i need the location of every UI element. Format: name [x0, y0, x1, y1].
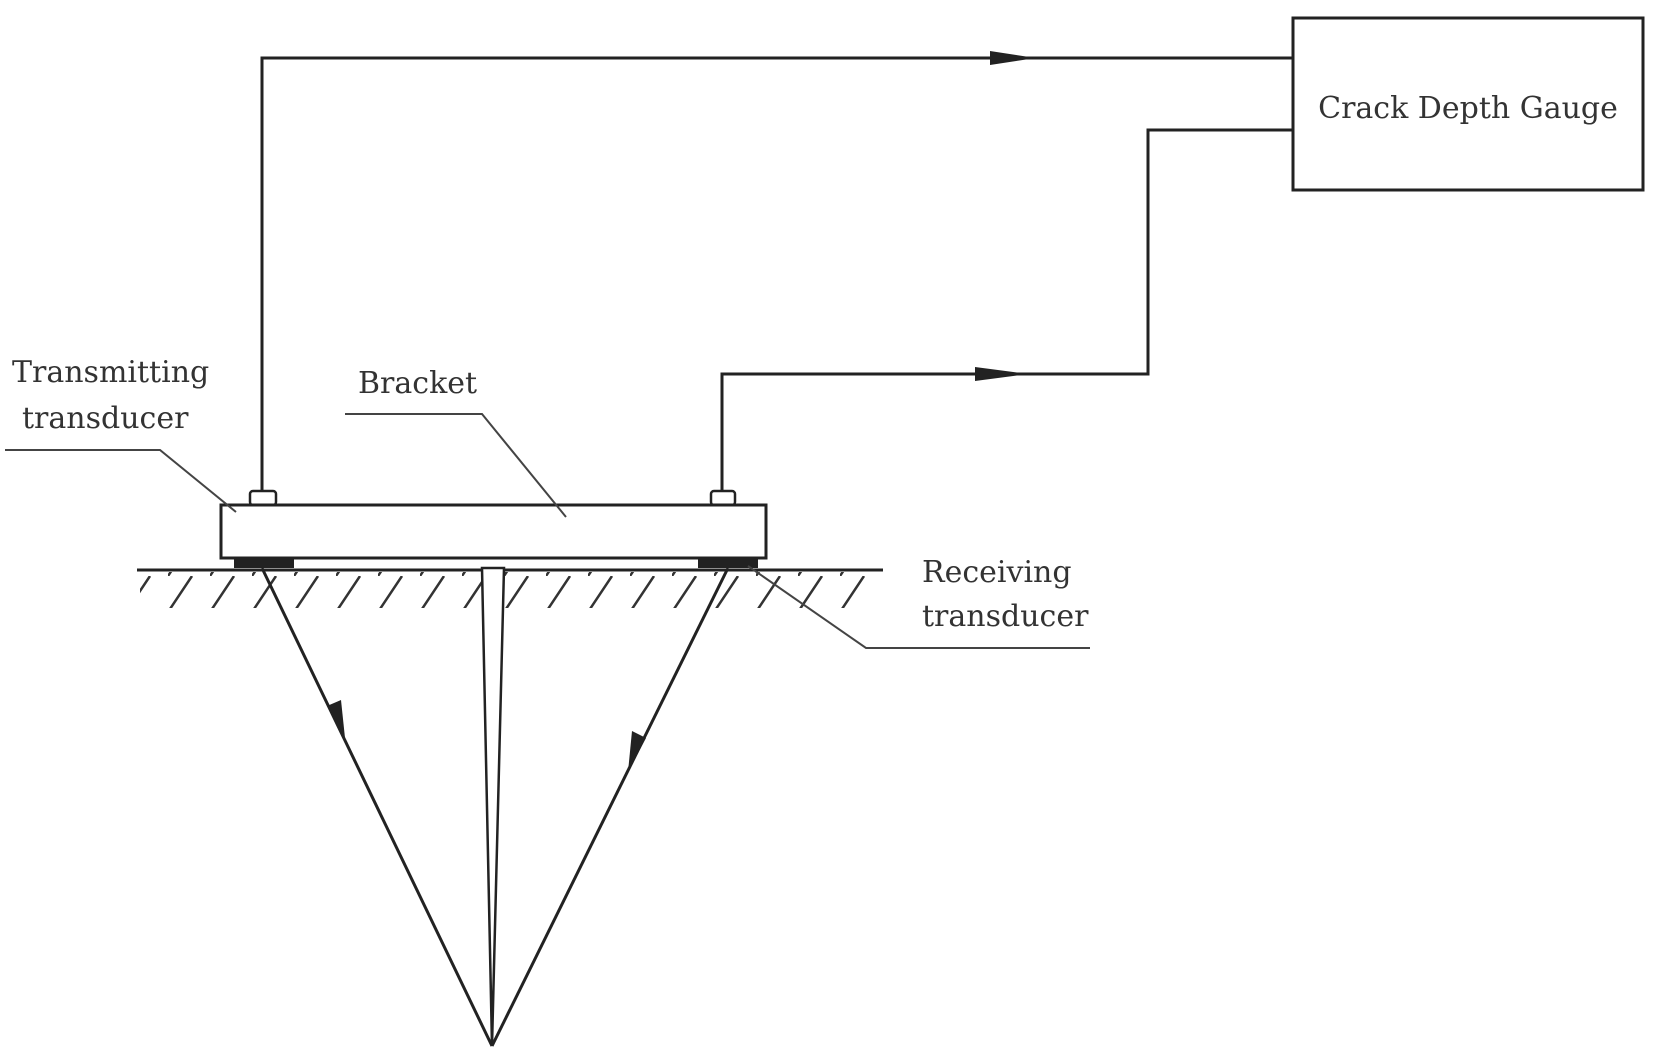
bracket: [219, 503, 768, 560]
bracket-leader-line: [345, 413, 567, 518]
wave-down-arrow-icon: [327, 700, 345, 738]
bracket-label: Bracket: [358, 366, 477, 401]
transmitting-transducer-callout: Transmitting transducer: [5, 355, 237, 513]
receive-arrow-icon: [975, 367, 1028, 381]
wave-path-up: [490, 567, 730, 1047]
crack-depth-gauge: Crack Depth Gauge: [1291, 16, 1645, 192]
receiving-transducer: [698, 558, 758, 568]
transmit-wire: [260, 56, 1293, 492]
transmitting-leader-line: [5, 449, 237, 513]
receive-connector: [709, 489, 737, 507]
wave-path-down: [260, 567, 494, 1047]
transmitting-transducer: [234, 558, 294, 568]
receive-cable: [720, 128, 1293, 492]
transmitting-label-line2: transducer: [22, 401, 189, 436]
gauge-box: [1291, 16, 1645, 192]
receiving-label-line1: Receiving: [922, 555, 1072, 590]
ground-surface: [137, 568, 883, 608]
transmit-cable: [260, 51, 1293, 492]
receiving-transducer-callout: Receiving transducer: [747, 555, 1090, 649]
bracket-callout: Bracket: [345, 366, 567, 518]
transmitting-label-line1: Transmitting: [12, 355, 209, 390]
crack: [480, 566, 506, 1047]
receiving-leader-line: [747, 565, 1090, 649]
transmit-connector: [248, 489, 278, 507]
wave-up-arrow-icon: [628, 731, 646, 772]
receiving-label-line2: transducer: [922, 599, 1089, 634]
gauge-label: Crack Depth Gauge: [1318, 91, 1618, 126]
receive-wire: [720, 128, 1293, 492]
transmit-arrow-icon: [990, 51, 1036, 65]
